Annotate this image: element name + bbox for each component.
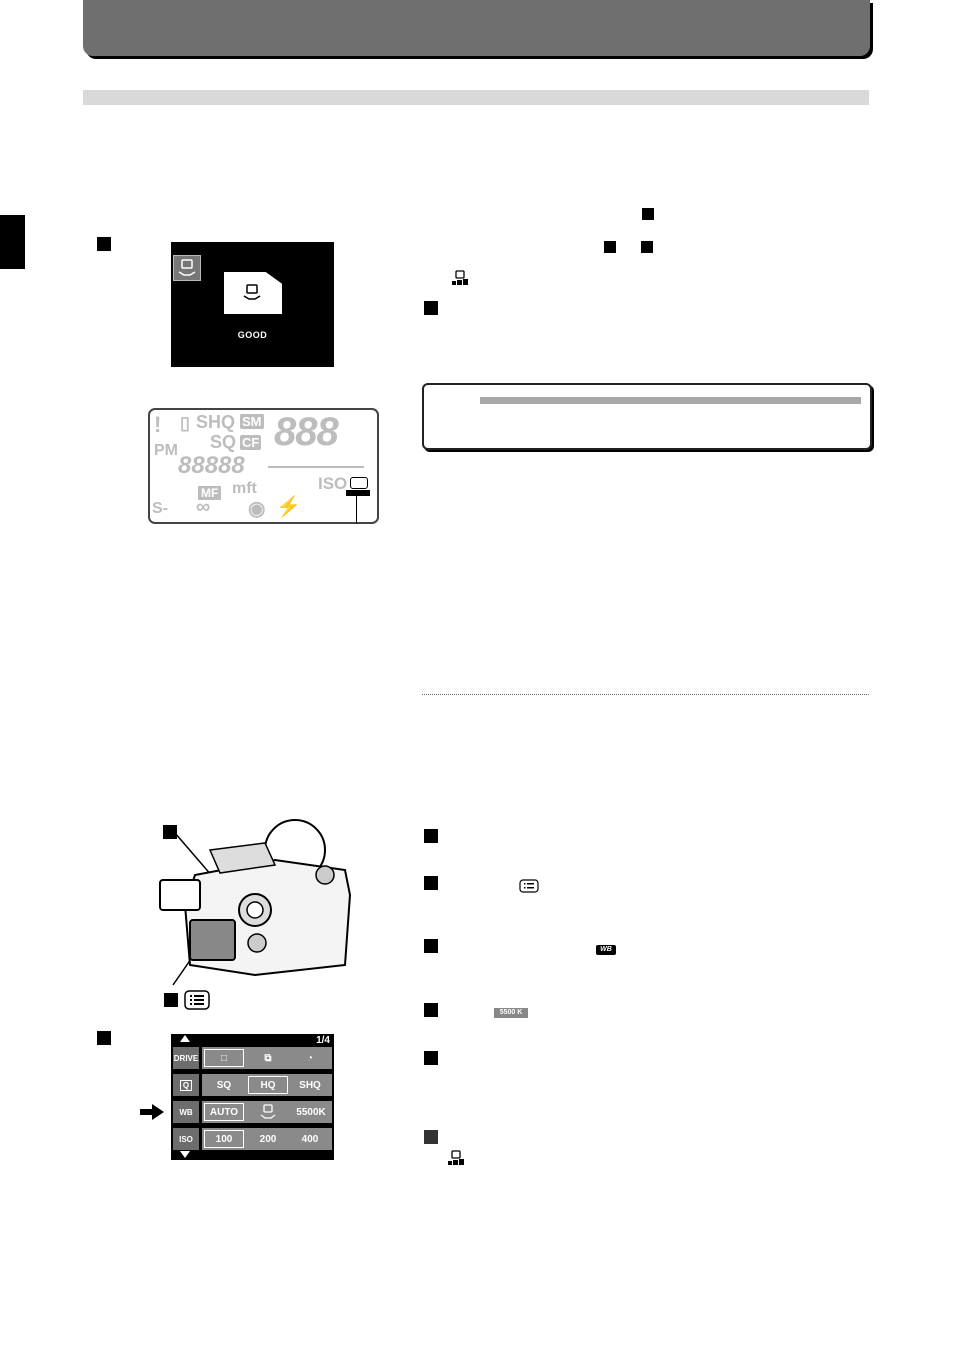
lcd-caption: GOOD (237, 330, 268, 340)
menu-row-quality: SQ HQ SHQ (202, 1074, 332, 1096)
kelvin-inline-label: 5500 K (494, 1008, 528, 1018)
label-sm: SM (240, 414, 264, 429)
inline-step-ref (604, 241, 616, 253)
camera-menu-screen: 1/4 DRIVE □ ⧉ ◔ Q SQ HQ SHQ WB AUTO 5500… (171, 1034, 334, 1160)
camera-illustration (155, 815, 355, 995)
label-mft: mft (232, 480, 257, 497)
menu-row-label-drive: DRIVE (173, 1047, 199, 1069)
wb-5500k-option[interactable]: 5500K (296, 1106, 326, 1118)
menu-button-icon (184, 990, 210, 1010)
label-iso: ISO (318, 474, 348, 493)
menu-list-icon (519, 879, 539, 893)
wb-auto-option[interactable]: AUTO (204, 1103, 244, 1121)
label-shq: SHQ (196, 412, 236, 432)
step-marker (424, 876, 438, 890)
menu-row-wb: AUTO 5500K (202, 1101, 332, 1123)
infinity-icon: ∞ (196, 496, 211, 518)
control-panel-display: ! ▯ SHQ SM SQ CF 888 PM 88888 MF mft ISO… (148, 408, 379, 524)
step-marker (424, 301, 438, 315)
inline-step-ref (642, 208, 654, 220)
label-mf: MF (198, 486, 222, 500)
iso-400-option[interactable]: 400 (301, 1133, 319, 1145)
menu-row-label-quality: Q (173, 1074, 199, 1096)
section-divider (422, 694, 869, 695)
menu-row-iso: 100 200 400 (202, 1128, 332, 1150)
document-icon (224, 272, 282, 314)
step-marker (97, 237, 111, 251)
eye-icon: ◉ (248, 498, 266, 520)
section-title-bar (83, 90, 869, 105)
menu-row-label-wb: WB (173, 1101, 199, 1123)
callout-line (356, 496, 357, 524)
warning-icon: ! (154, 412, 162, 437)
custom-wb-badge-icon (173, 255, 201, 281)
quality-shq-option[interactable]: SHQ (299, 1079, 321, 1091)
note-title-bar (480, 397, 861, 404)
wb-inline-label: WB (596, 945, 616, 955)
wb-custom-option[interactable] (248, 1103, 288, 1121)
quality-label: Q (179, 1079, 193, 1091)
quality-sq-option[interactable]: SQ (216, 1079, 232, 1091)
drive-single-option[interactable]: □ (204, 1049, 244, 1067)
iso-100-option[interactable]: 100 (204, 1130, 244, 1148)
step-marker (424, 1051, 438, 1065)
step-marker (424, 939, 438, 953)
frame-counter: 888 (274, 410, 339, 454)
chapter-side-tab (0, 215, 25, 269)
label-cf: CF (240, 435, 262, 450)
drive-selftimer-option[interactable]: ◔ (306, 1052, 314, 1064)
wb-level-icon (346, 490, 370, 496)
label-pm: PM (154, 442, 178, 459)
flash-icon: ⚡ (276, 496, 301, 518)
shutter-readout: 88888 (178, 452, 245, 479)
quality-hq-option[interactable]: HQ (248, 1076, 288, 1094)
drive-sequential-option[interactable]: ⧉ (264, 1052, 272, 1064)
step-marker (97, 1031, 111, 1045)
right-arrow-icon (140, 1104, 164, 1120)
menu-page-indicator: 1/4 (316, 1035, 330, 1046)
step-marker (424, 1003, 438, 1017)
custom-wb-icon (447, 1150, 465, 1166)
step-marker (424, 829, 438, 843)
label-sq: SQ (210, 432, 237, 452)
chapter-header-band (83, 0, 870, 56)
custom-wb-indicator-icon (350, 477, 368, 489)
step-marker (424, 1130, 438, 1144)
exposure-scale (268, 456, 364, 468)
menu-row-drive: □ ⧉ ◔ (202, 1047, 332, 1069)
step-marker (164, 993, 178, 1007)
scroll-up-icon (180, 1035, 190, 1042)
label-s: S- (152, 500, 168, 517)
inline-step-ref (641, 241, 653, 253)
custom-wb-icon (451, 270, 469, 286)
scroll-down-icon (180, 1151, 190, 1158)
step-marker (163, 825, 177, 839)
menu-row-label-iso: ISO (173, 1128, 199, 1150)
iso-200-option[interactable]: 200 (259, 1133, 277, 1145)
note-box (422, 383, 872, 450)
battery-icon: ▯ (180, 413, 190, 433)
custom-wb-option-icon (260, 1104, 276, 1119)
